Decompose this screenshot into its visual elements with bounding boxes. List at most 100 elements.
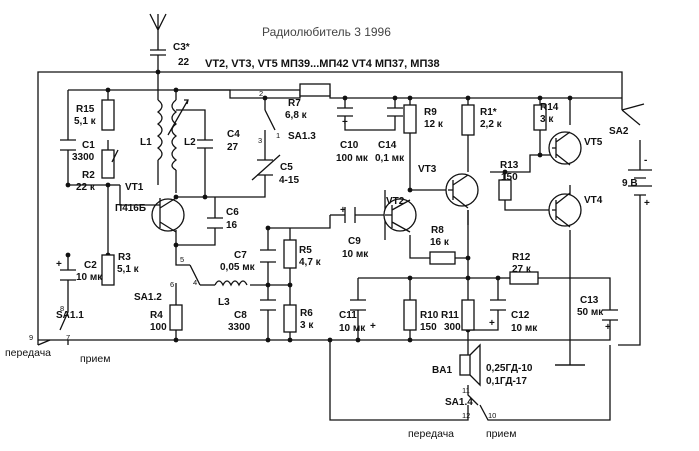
pin-10: 10 (488, 411, 496, 420)
r7-ref: R7 (288, 98, 301, 109)
c9-value: 10 мк (342, 249, 369, 260)
c6-plates (207, 217, 223, 229)
r14-value: 3 к (540, 114, 554, 125)
sa14-ref: SA1.4 (445, 397, 473, 408)
r6-body (283, 304, 297, 333)
r2-body (101, 149, 115, 179)
r15-body (101, 99, 115, 131)
pin-4: 4 (193, 278, 197, 287)
component-symbols (37, 83, 652, 406)
c13-ref: C13 (580, 295, 599, 306)
pin-12: 12 (462, 411, 470, 420)
mode-receive-right: прием (486, 428, 516, 440)
r9-body (403, 104, 417, 134)
r4-ref: R4 (150, 310, 163, 321)
wiring (37, 13, 641, 421)
c7-value: 0,05 мк (220, 262, 256, 273)
vt5-body (548, 131, 582, 165)
vt3-leads (448, 174, 469, 209)
pin-11: 11 (462, 386, 470, 395)
r5-body (283, 239, 297, 269)
c11-ref: C11 (339, 310, 357, 321)
l1-coil (156, 99, 163, 161)
l2-coil (171, 99, 178, 171)
sa12-ref: SA1.2 (134, 292, 162, 303)
r8-body (429, 251, 456, 265)
pin-6: 6 (170, 280, 174, 289)
c11-plus: + (370, 321, 376, 332)
c1-value: 3300 (72, 152, 95, 163)
r9-ref: R9 (424, 107, 437, 118)
junction-dots (65, 69, 573, 343)
c14-ref: C14 (378, 140, 397, 151)
r1-ref: R1* (480, 107, 497, 118)
r2-value: 22 к (76, 182, 96, 193)
r5-ref: R5 (299, 245, 312, 256)
battery-plus: + (644, 198, 650, 209)
c2-plates (60, 269, 76, 281)
battery-voltage: 9 В (622, 178, 638, 189)
vt4-ref: VT4 (584, 195, 603, 206)
c12-value: 10 мк (511, 323, 538, 334)
r6-ref: R6 (300, 308, 313, 319)
r2-ref: R2 (82, 170, 95, 181)
mode-transmit-right: передача (408, 428, 454, 440)
c14-value: 0,1 мк (375, 153, 405, 164)
pin-3: 3 (258, 136, 262, 145)
c9-plates (344, 207, 356, 223)
c13-value: 50 мк (577, 307, 604, 318)
sa13-ref: SA1.3 (288, 131, 316, 142)
c13-plates (602, 309, 618, 321)
r12-body (509, 271, 539, 285)
c6-value: 16 (226, 220, 238, 231)
r1-value: 2,2 к (480, 119, 503, 130)
c7-ref: C7 (234, 250, 247, 261)
vt3-ref: VT3 (418, 164, 437, 175)
c3-value: 22 (178, 57, 190, 68)
c8-plates (260, 299, 276, 311)
r4-body (169, 304, 183, 331)
c2-value: 10 мк (76, 272, 103, 283)
r14-ref: R14 (540, 102, 559, 113)
c11-plates (350, 299, 366, 311)
r8-value: 16 к (430, 237, 450, 248)
battery-cells (628, 169, 652, 196)
vt5-leads (552, 131, 571, 166)
c14-plates (387, 107, 403, 117)
c10-plates (337, 107, 353, 117)
l2-tuning-arrow (167, 99, 189, 136)
sa2-ref: SA2 (609, 126, 629, 137)
pin-2: 2 (259, 89, 263, 98)
c10-ref: C10 (340, 140, 359, 151)
pin-1: 1 (276, 131, 280, 140)
ba1-ref: BA1 (432, 365, 452, 376)
r10-ref: R10 (420, 310, 439, 321)
transistor-note: VT2, VT3, VT5 МП39...МП42 VT4 МП37, МП38 (205, 58, 440, 70)
c12-ref: C12 (511, 310, 530, 321)
c1-ref: C1 (82, 140, 95, 151)
vt5-ref: VT5 (584, 137, 603, 148)
r11-body (461, 299, 475, 331)
c4-plates (197, 139, 213, 149)
mode-receive-left: прием (80, 353, 110, 365)
r7-value: 6,8 к (285, 110, 308, 121)
r15-value: 5,1 к (74, 116, 97, 127)
c5-trim-arrow (251, 154, 281, 181)
vt3-body (445, 173, 479, 207)
vt2-ref: VT2 (386, 196, 405, 207)
r13-body (498, 179, 512, 201)
c10-plus: + (342, 117, 348, 128)
c6-ref: C6 (226, 207, 239, 218)
battery-minus: - (644, 155, 647, 166)
l1-ref: L1 (140, 137, 152, 148)
r11-ref: R11 (441, 310, 459, 321)
r13-value: 150 (501, 172, 518, 183)
vt1-leads (150, 197, 177, 233)
c1-plates (60, 139, 76, 151)
l2-ref: L2 (184, 137, 196, 148)
c5-plates (257, 159, 273, 176)
vt1-body (151, 198, 185, 232)
vt1-ref: VT1 (125, 182, 144, 193)
sa14-contact (467, 385, 479, 406)
r14-body (533, 104, 547, 131)
